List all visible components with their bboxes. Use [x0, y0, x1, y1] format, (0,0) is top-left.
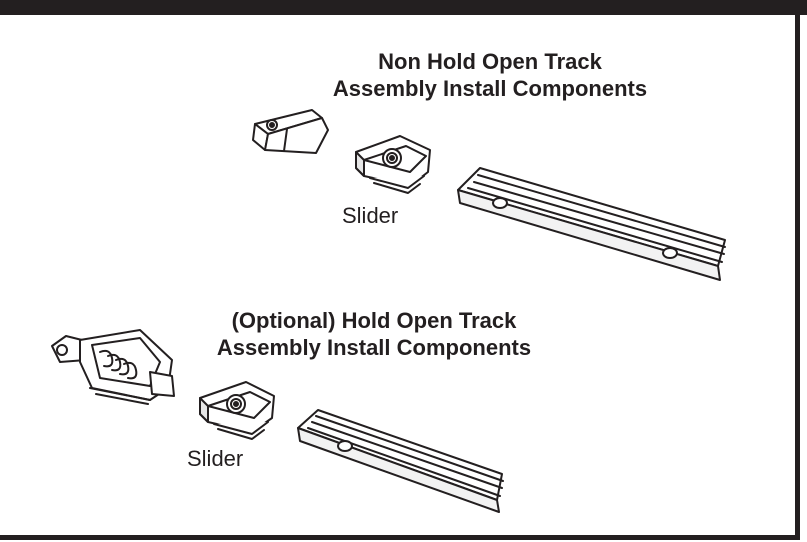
section-2-slider-label: Slider: [187, 446, 244, 471]
section-2-title-line-1: (Optional) Hold Open Track: [231, 308, 517, 333]
track-part-2: [297, 409, 504, 513]
slider-part: [355, 135, 431, 194]
section-1-title-line-1: Non Hold Open Track: [378, 49, 602, 74]
section-2-title-line-2: Assembly Install Components: [216, 335, 532, 360]
header-band: [0, 0, 807, 15]
section-2-title: (Optional) Hold Open Track Assembly Inst…: [174, 307, 574, 361]
diagram-frame: [0, 12, 800, 540]
end-cap-part: [252, 109, 329, 154]
section-1-title: Non Hold Open Track Assembly Install Com…: [290, 48, 690, 102]
slider-part-2: [199, 381, 275, 440]
hold-open-mechanism-part: [51, 329, 175, 405]
section-1-title-line-2: Assembly Install Components: [332, 76, 648, 101]
track-part: [457, 167, 726, 281]
section-1-slider-label: Slider: [342, 203, 399, 228]
